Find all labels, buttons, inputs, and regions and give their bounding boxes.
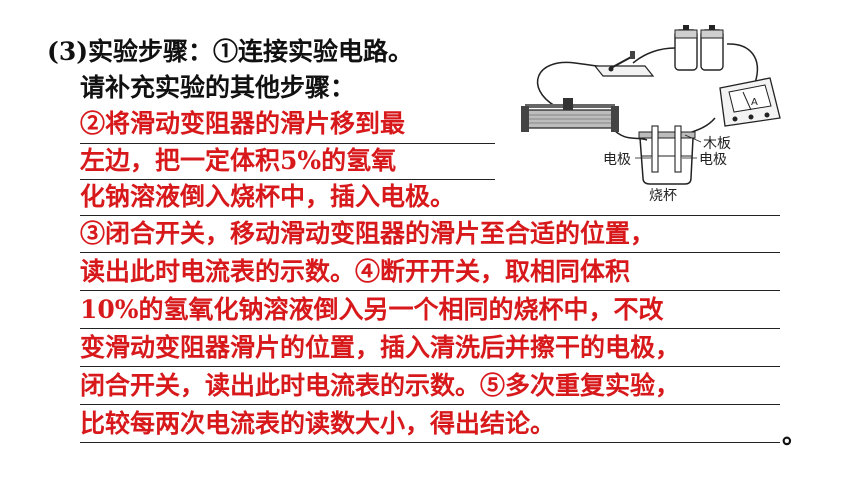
wood-board xyxy=(638,131,696,139)
answer-rule-7 xyxy=(80,366,780,367)
knife-switch xyxy=(593,51,655,77)
answer-line-6: 10%的氢氧化钠溶液倒入另一个相同的烧杯中，不改 xyxy=(80,295,664,324)
answer-rule-1 xyxy=(80,143,495,144)
answer-rule-9 xyxy=(80,442,780,443)
answer-rule-5 xyxy=(80,290,780,291)
wire-switch-battery xyxy=(632,47,676,64)
label-beaker: 烧杯 xyxy=(649,188,677,204)
ammeter: A xyxy=(719,77,781,127)
circuit-diagram: A 木板 电极 电极 烧杯 xyxy=(521,25,781,204)
answer-line-5: 读出此时电流表的示数。④断开开关，取相同体积 xyxy=(80,257,631,286)
electrode-right xyxy=(674,125,682,173)
end-period: 。 xyxy=(782,420,808,449)
answer-line-2: 左边，把一定体积5%的氢氧 xyxy=(80,146,397,175)
answer-rule-3 xyxy=(80,215,780,216)
answer-rule-8 xyxy=(80,404,780,405)
answer-rule-2 xyxy=(80,179,495,180)
answer-line-1: ②将滑动变阻器的滑片移到最 xyxy=(80,109,406,138)
wire-battery-ammeter xyxy=(726,43,759,84)
label-electrode-left: 电极 xyxy=(603,152,631,168)
ammeter-symbol: A xyxy=(751,97,758,108)
answer-line-4: ③闭合开关，移动滑动变阻器的滑片至合适的位置， xyxy=(80,219,656,248)
instruction-text: 请补充实验的其他步骤： xyxy=(80,73,356,102)
battery-cells xyxy=(674,25,724,71)
answer-line-9: 比较每两次电流表的读数大小，得出结论。 xyxy=(80,409,556,438)
beaker xyxy=(638,125,696,185)
answer-rule-4 xyxy=(80,252,780,253)
label-wood-board: 木板 xyxy=(703,136,731,152)
answer-rule-6 xyxy=(80,328,780,329)
sliding-rheostat xyxy=(521,98,619,132)
answer-line-3: 化钠溶液倒入烧杯中，插入电极。 xyxy=(80,182,456,211)
answer-line-7: 变滑动变阻器滑片的位置，插入清洗后并擦干的电极， xyxy=(80,333,681,362)
electrode-left xyxy=(651,125,659,173)
answer-line-8: 闭合开关，读出此时电流表的示数。⑤多次重复实验， xyxy=(80,371,681,400)
label-electrode-right: 电极 xyxy=(699,152,727,168)
step-heading: (3)实验步骤：①连接实验电路。 xyxy=(47,37,414,66)
